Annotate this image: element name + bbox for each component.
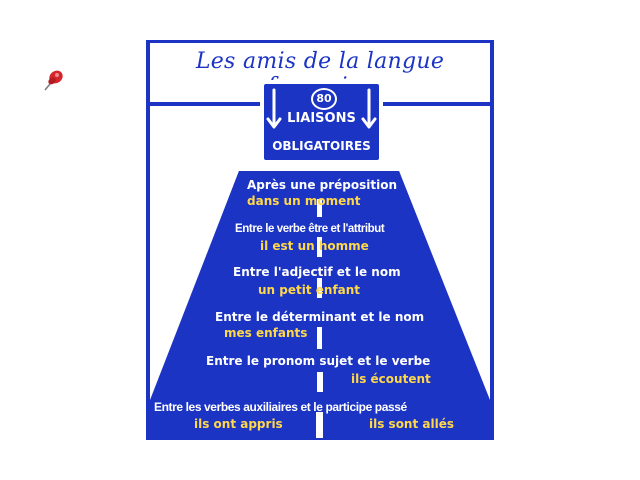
road-sign: 80 LIAISONS OBLIGATOIRES [260, 80, 383, 164]
liaisons-poster: Les amis de la langue française 80 LIAIS… [146, 40, 494, 440]
rule-example: ils sont allés [369, 417, 454, 431]
pushpin-icon [44, 70, 63, 91]
rule-example: il est un homme [260, 239, 369, 253]
road-center-dashes [316, 199, 323, 438]
rule-text: Entre les verbes auxiliaires et le parti… [154, 400, 407, 414]
rule-text: Entre le déterminant et le nom [215, 310, 425, 324]
sign-line-obligatoires: OBLIGATOIRES [272, 139, 371, 153]
rule-text: Entre l'adjectif et le nom [233, 265, 401, 279]
rule-example: ils écoutent [351, 372, 431, 386]
road-sign-panel: 80 LIAISONS OBLIGATOIRES [264, 84, 379, 160]
rule-text: Après une préposition [247, 178, 398, 192]
rule-example: dans un moment [247, 194, 361, 208]
speed-limit-badge: 80 [311, 88, 337, 110]
sign-line-liaisons: LIAISONS [287, 111, 356, 126]
rule-text: Entre le verbe être et l'attribut [235, 223, 385, 235]
rule-example: ils ont appris [194, 417, 283, 431]
rule-example: mes enfants [224, 326, 308, 340]
rule-example: un petit enfant [258, 283, 361, 297]
down-arrow-icon [266, 88, 377, 129]
rule-text: Entre le pronom sujet et le verbe [206, 354, 431, 368]
